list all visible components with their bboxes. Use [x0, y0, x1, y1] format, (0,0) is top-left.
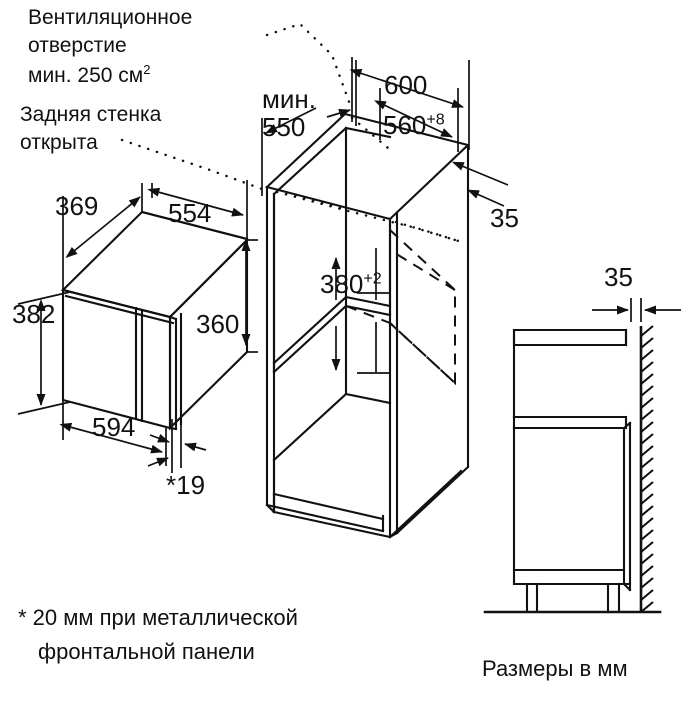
dim-inner-width-560: 560+8 [383, 110, 445, 141]
dim-niche-height-380: 380+2 [320, 269, 382, 300]
footnote-line-2: фронтальной панели [38, 639, 255, 664]
dim-min-depth-550: 550 [262, 112, 306, 142]
dim-side-view-wall-gap-35: 35 [604, 262, 633, 292]
dim-inner-width-560-tolerance: +8 [426, 110, 445, 129]
cabinet-isometric-body [264, 112, 471, 539]
dim-niche-height-380-tolerance: +2 [363, 269, 382, 288]
appliance-insert-hidden-lines [345, 229, 456, 386]
units-note: Размеры в мм [482, 656, 628, 681]
dim-inner-width-560-value: 560 [383, 110, 427, 140]
dim-min-label: мин. [262, 84, 316, 114]
annotation-dotted-leaders [120, 22, 464, 244]
back-wall-note-line-1: Задняя стенка [20, 103, 162, 126]
dim-rear-gap-35: 35 [490, 203, 519, 233]
vent-note-line-3: мин. 250 см2 [28, 62, 151, 89]
back-wall-note-line-2: открыта [20, 131, 98, 154]
dim-appliance-height-382: 382 [12, 299, 56, 329]
side-view-cabinet [483, 328, 662, 614]
footnote-line-1: * 20 мм при металлической [18, 605, 298, 630]
side-view-wall-hatching [639, 325, 654, 613]
appliance-dimension-lines [17, 180, 258, 473]
vent-note-line-2: отверстие [28, 34, 127, 57]
cabinet-dimension-lines [261, 57, 509, 374]
dim-appliance-height-360: 360 [196, 309, 240, 339]
dim-outer-width-600: 600 [384, 70, 428, 100]
vent-note-line-1: Вентиляционное [28, 6, 193, 29]
dim-niche-height-380-value: 380 [320, 269, 364, 299]
dim-appliance-front-thickness-19: *19 [166, 470, 206, 500]
dim-appliance-width-554: 554 [168, 198, 212, 228]
vent-note-superscript: 2 [143, 62, 151, 77]
dim-appliance-front-width-594: 594 [92, 412, 136, 442]
dim-appliance-depth-369: 369 [55, 191, 99, 221]
side-view-gap-dimension [592, 298, 681, 322]
vent-note-area-text: мин. 250 см [28, 64, 144, 87]
